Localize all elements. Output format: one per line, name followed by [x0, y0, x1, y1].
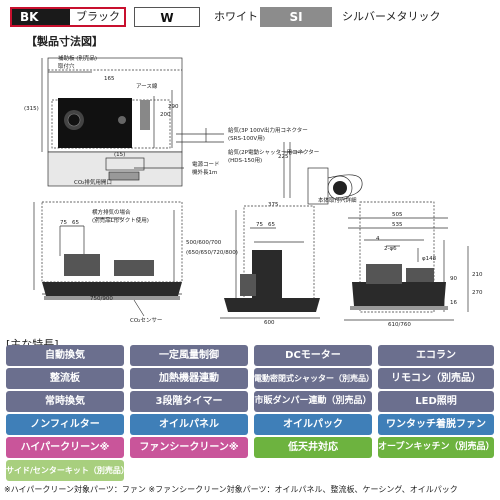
label-co2-sensor: CO₂センサー [130, 318, 163, 324]
color-option-si[interactable]: SI シルバーメタリック [260, 7, 495, 27]
features-grid: 自動換気 一定風量制御 DCモーター エコラン 整流板 加熱機器連動 電動密閉式… [6, 345, 494, 481]
dim-165: 165 [104, 76, 115, 82]
dim-height-alt: (650/650/720/800) [186, 250, 238, 256]
dim-535: 535 [392, 222, 403, 228]
feature-dc-motor: DCモーター [254, 345, 372, 366]
dim-height: 500/600/700 [186, 240, 222, 246]
color-option-bk[interactable]: BK ブラック [10, 7, 130, 27]
feature-hyper-clean: ハイパークリーン※ [6, 437, 124, 458]
color-name-w: ホワイト [214, 10, 258, 23]
dim-diameter: φ148 [422, 256, 437, 262]
dim-505: 505 [392, 212, 403, 218]
dim-65-left: 65 [72, 220, 79, 226]
feature-heater-link: 加熱機器連動 [130, 368, 248, 389]
feature-damper: 市販ダンパー連動（別売品） [254, 391, 372, 412]
color-selector: BK ブラック W ホワイト SI シルバーメタリック [10, 7, 495, 27]
dim-width: 750/900 [90, 296, 113, 302]
label-cord: 電源コード [192, 162, 220, 168]
dim-315: (315) [24, 106, 39, 112]
dim-270: 270 [472, 290, 483, 296]
label-connector-1: 給気(3P 100V出力用コネクター [228, 128, 308, 134]
label-co2-vent: CO₂排気用開口 [74, 180, 112, 186]
color-name-si: シルバーメタリック [342, 10, 441, 23]
dim-375: 375 [268, 202, 279, 208]
label-mount-hole-detail: 本体取付穴詳細 [318, 198, 357, 204]
feature-seiryuban: 整流板 [6, 368, 124, 389]
color-code-w: W [134, 7, 200, 27]
dim-225: 225 [278, 154, 289, 160]
feature-side-center-kit: サイド/センターキット（別売品） [6, 460, 124, 481]
label-earth: アース線 [136, 84, 158, 90]
footnote: ※ハイパークリーン対象パーツ：ファン ※ファンシークリーン対象パーツ：オイルパネ… [4, 485, 458, 494]
label-connector-2: 給気(2P電動シャッター用コネクター [228, 150, 320, 156]
feature-shutter: 電動密閉式シャッター（別売品） [254, 368, 372, 389]
feature-remote: リモコン（別売品） [378, 368, 494, 389]
label-cord-length: 機外長1m [192, 170, 218, 176]
dim-200: 200 [160, 112, 171, 118]
color-option-w[interactable]: W ホワイト [134, 7, 294, 27]
feature-led: LED照明 [378, 391, 494, 412]
dim-15: (15) [114, 152, 126, 158]
feature-always-vent: 常時換気 [6, 391, 124, 412]
feature-ecorun: エコラン [378, 345, 494, 366]
feature-auto-vent: 自動換気 [6, 345, 124, 366]
dimension-drawing [33, 57, 469, 321]
feature-oil-pack: オイルパック [254, 414, 372, 435]
feature-timer: 3段階タイマー [130, 391, 248, 412]
feature-oil-panel: オイルパネル [130, 414, 248, 435]
dim-610: 610/760 [388, 322, 411, 328]
dim-65-mid: 65 [268, 222, 275, 228]
dim-90: 90 [450, 276, 457, 282]
product-dimension-diagram: 補助板 (別売品) 取付穴 アース線 165 (315) 200 290 給気(… [14, 50, 496, 336]
dim-600: 600 [264, 320, 275, 326]
dim-hole: 2-φ6 [384, 246, 397, 252]
label-side-vent-2: (別売品L形ダクト使用) [92, 218, 149, 224]
dim-290: 290 [168, 104, 179, 110]
label-connector-2b: (HDS-150用) [228, 158, 263, 164]
selected-color-frame [10, 7, 126, 27]
color-name-bk: ブラック [76, 10, 120, 23]
feature-nonfilter: ノンフィルター [6, 414, 124, 435]
feature-onetouch-fan: ワンタッチ着脱ファン [378, 414, 494, 435]
diagram-title: 【製品寸法図】 [26, 35, 103, 48]
dim-210: 210 [472, 272, 483, 278]
label-hojoban: 補助板 (別売品) [58, 56, 98, 62]
dim-16: 16 [450, 300, 457, 306]
feature-open-kitchen: オープンキッチン（別売品） [378, 437, 494, 458]
label-connector-1b: (SRS-100V用) [228, 136, 265, 142]
dim-75-left: 75 [60, 220, 67, 226]
color-code-bk: BK [10, 7, 70, 27]
feature-low-ceiling: 低天井対応 [254, 437, 372, 458]
label-side-vent-1: 横方排気の場合 [92, 210, 131, 216]
color-code-si: SI [260, 7, 332, 27]
label-toritsukeana: 取付穴 [58, 64, 75, 70]
feature-constant-airflow: 一定風量制御 [130, 345, 248, 366]
feature-fancy-clean: ファンシークリーン※ [130, 437, 248, 458]
dim-75-mid: 75 [256, 222, 263, 228]
dim-4: 4 [376, 236, 380, 242]
